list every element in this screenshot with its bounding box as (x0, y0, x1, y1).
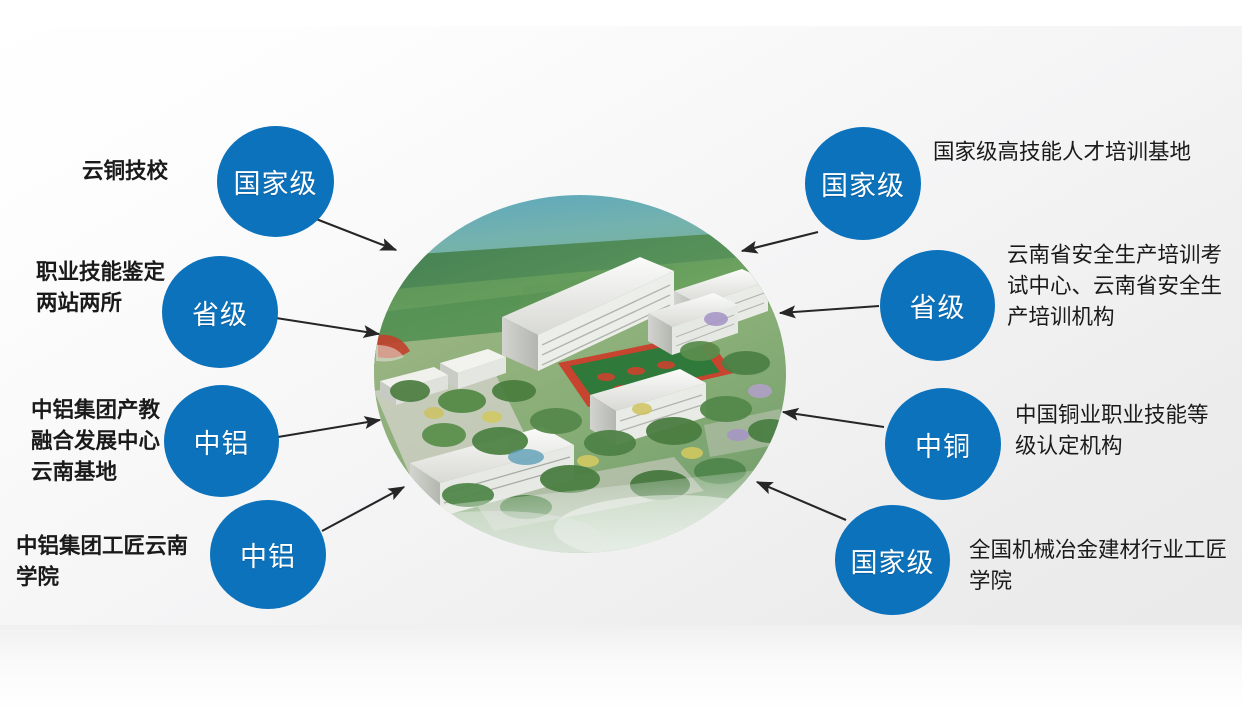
arrow-left-4 (321, 486, 406, 532)
arrow-right-2 (778, 304, 880, 319)
caption-left-2: 职业技能鉴定两站两所 (36, 260, 166, 315)
node-right-2-badge[interactable]: 省级 (880, 250, 995, 361)
arrow-left-1 (310, 216, 398, 251)
node-left-1-badge[interactable]: 国家级 (217, 126, 334, 237)
arrow-right-1 (740, 230, 819, 254)
slide-top-margin (0, 0, 1242, 26)
caption-right-4: 全国机械冶金建材行业工匠学院 (969, 538, 1228, 593)
arrow-left-2 (275, 316, 381, 339)
node-left-2-badge[interactable]: 省级 (162, 256, 278, 368)
node-right-3-badge[interactable]: 中铜 (885, 388, 1001, 500)
slide-bottom-margin (0, 625, 1242, 711)
caption-left-3: 中铝集团产教融合发展中心云南基地 (31, 398, 161, 484)
arrow-left-3 (277, 416, 382, 439)
caption-right-2: 云南省安全生产培训考试中心、云南省安全生产培训机构 (1007, 243, 1223, 329)
caption-right-3: 中国铜业职业技能等级认定机构 (1015, 403, 1209, 458)
node-left-4-badge[interactable]: 中铝 (210, 500, 326, 609)
caption-left-4: 中铝集团工匠云南学院 (16, 534, 189, 589)
node-left-3-badge[interactable]: 中铝 (164, 385, 279, 497)
caption-left-1: 云铜技校 (82, 159, 169, 183)
arrow-right-3 (781, 407, 885, 429)
node-right-4-badge[interactable]: 国家级 (835, 505, 950, 615)
arrow-right-4 (755, 481, 847, 521)
node-right-1-badge[interactable]: 国家级 (805, 127, 921, 240)
campus-aerial-photo (374, 195, 786, 553)
caption-right-1: 国家级高技能人才培训基地 (933, 140, 1192, 164)
